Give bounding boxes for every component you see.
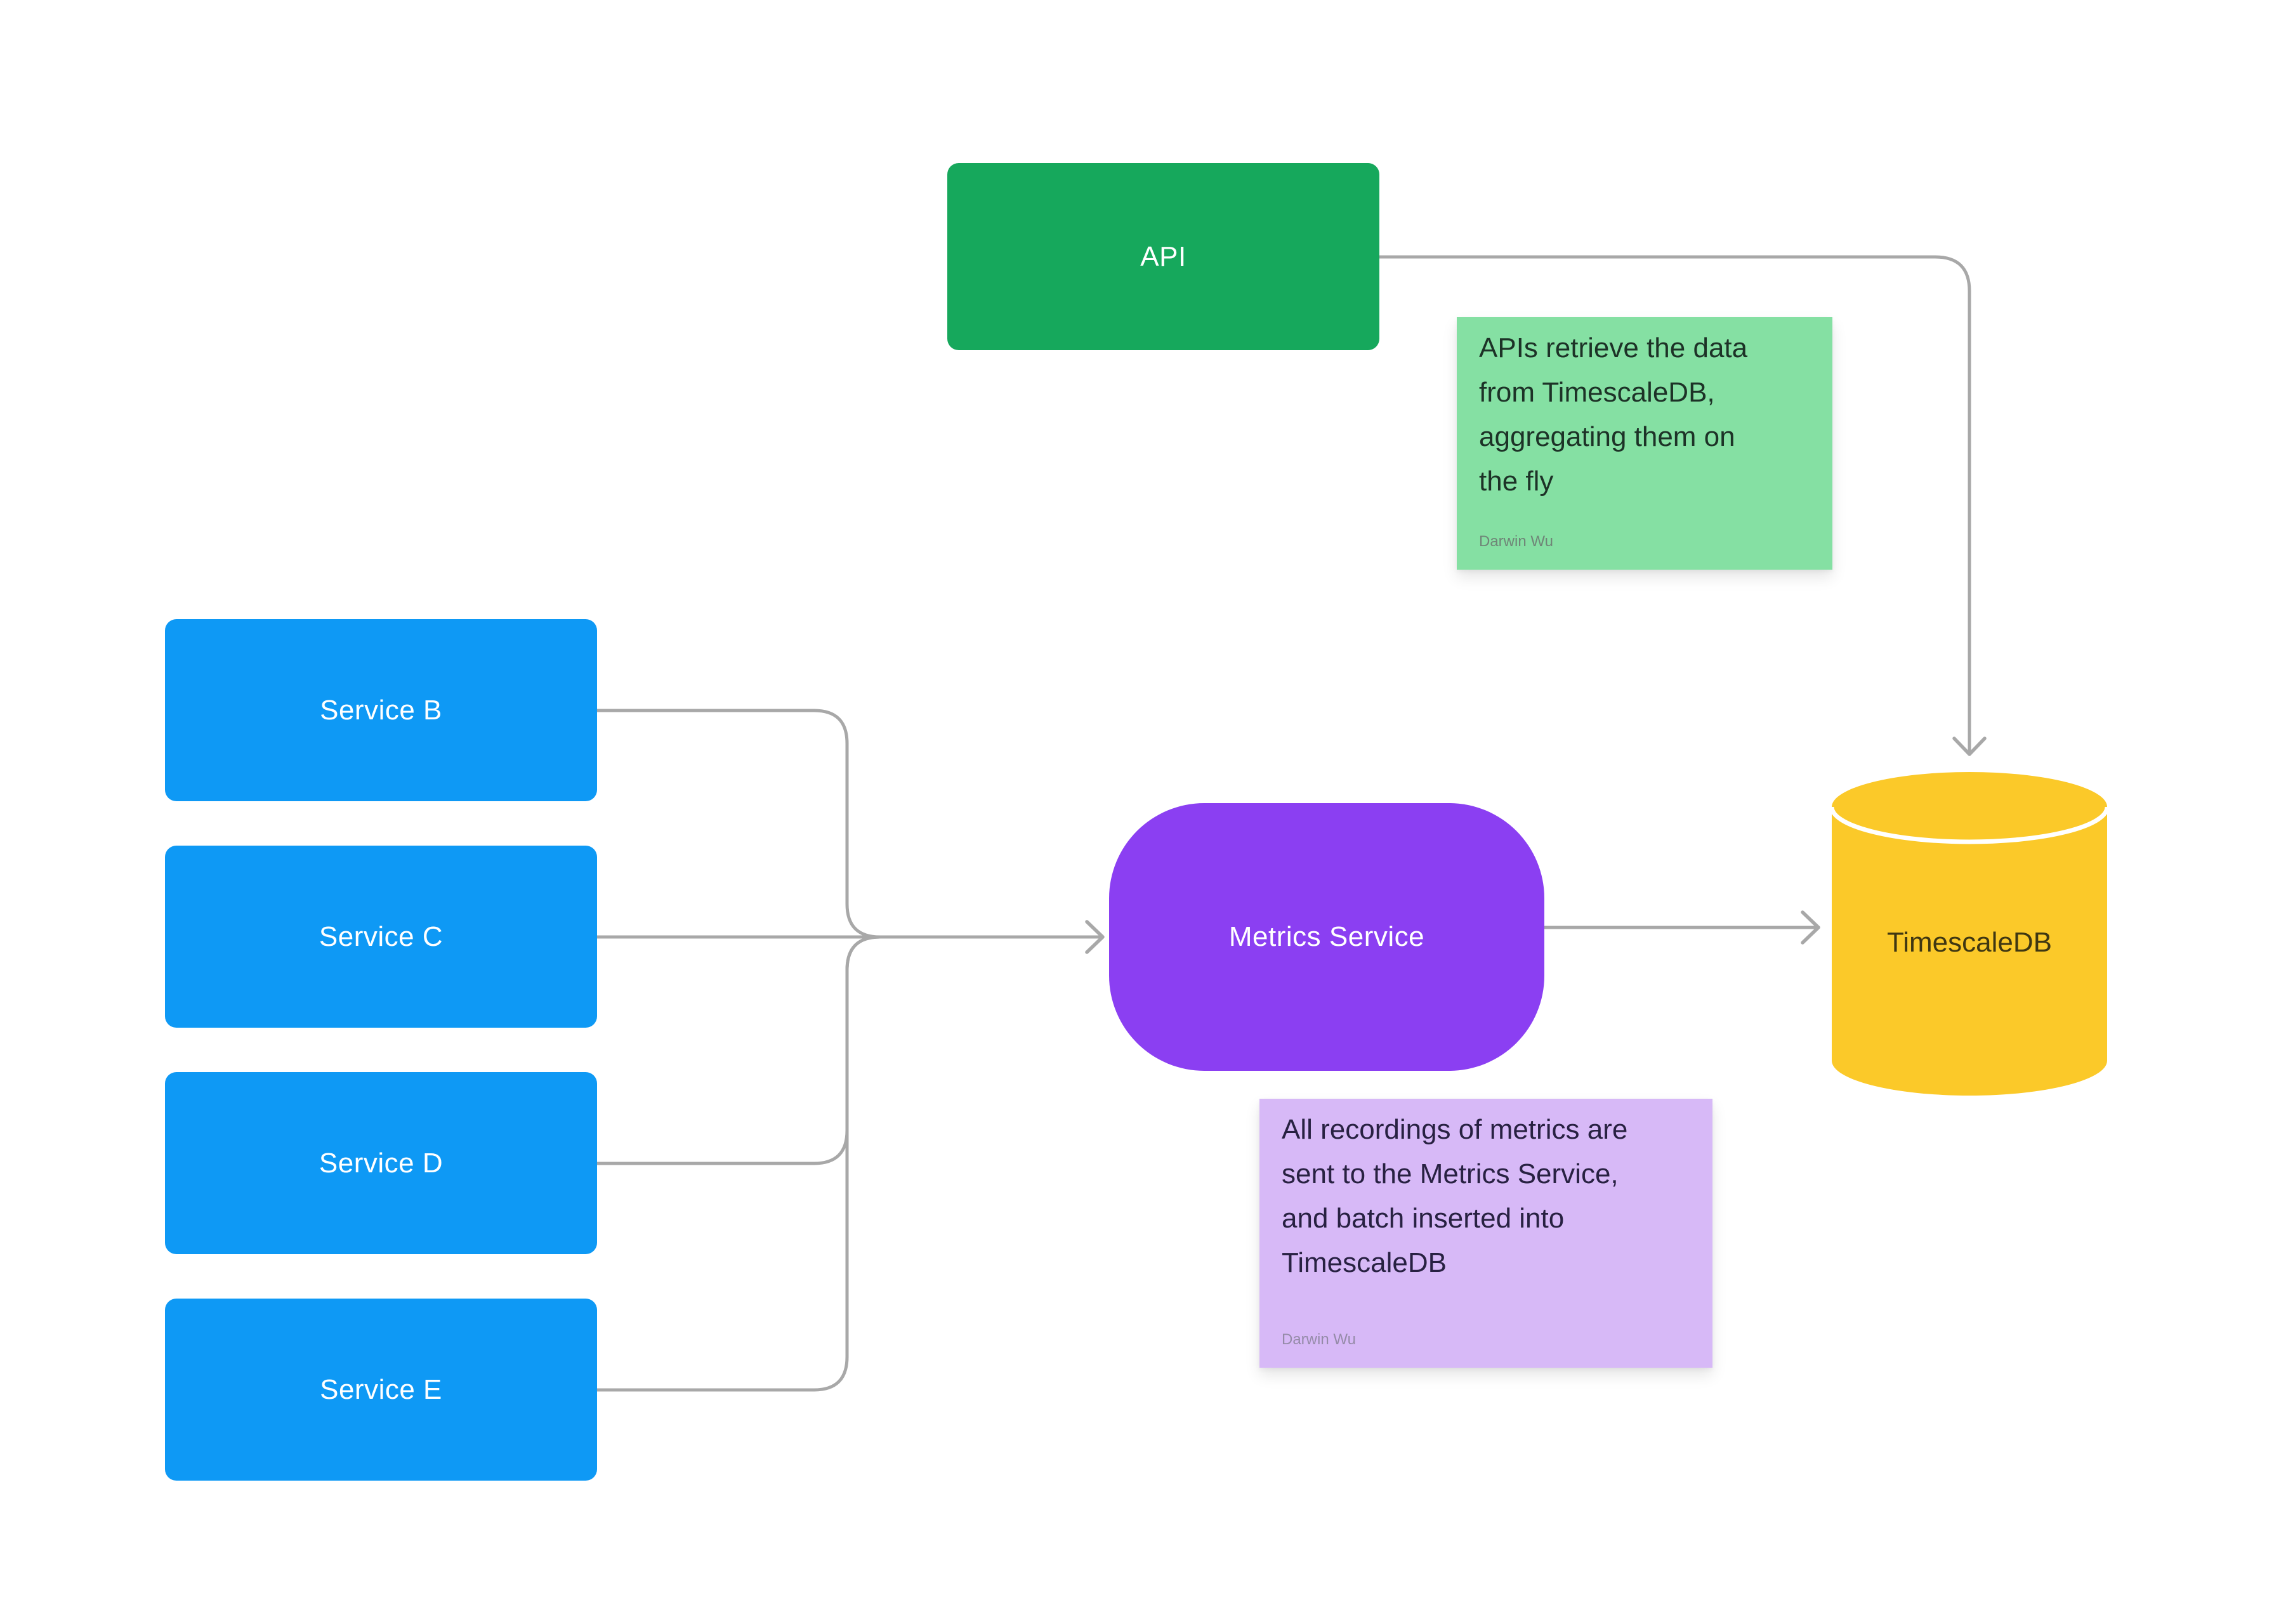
- sticky-note-api-author: Darwin Wu: [1479, 533, 1553, 550]
- connector-service-b-to-merge[interactable]: [595, 709, 882, 939]
- node-metrics-service[interactable]: Metrics Service: [1109, 803, 1544, 1071]
- node-service-e[interactable]: Service E: [165, 1299, 597, 1481]
- sticky-note-metrics[interactable]: All recordings of metrics are sent to th…: [1259, 1099, 1712, 1368]
- connector-service-e-to-merge[interactable]: [595, 935, 882, 1392]
- node-service-b[interactable]: Service B: [165, 619, 597, 801]
- node-service-d-label: Service D: [319, 1147, 444, 1179]
- cylinder-lid: [1832, 772, 2107, 842]
- node-timescaledb-label: TimescaleDB: [1887, 927, 2052, 958]
- node-service-b-label: Service B: [320, 694, 442, 726]
- node-api[interactable]: API: [947, 163, 1379, 350]
- connector-api-to-timescaledb[interactable]: [1377, 255, 1987, 756]
- node-service-c-label: Service C: [319, 920, 444, 952]
- sticky-note-api[interactable]: APIs retrieve the data from TimescaleDB,…: [1457, 317, 1832, 570]
- node-api-label: API: [1140, 240, 1186, 272]
- node-service-e-label: Service E: [320, 1373, 442, 1405]
- arrowhead-down-icon: [1952, 737, 1987, 756]
- arrowhead-right-icon: [1801, 910, 1820, 945]
- arrowhead-right-icon: [1085, 920, 1105, 954]
- sticky-note-metrics-author: Darwin Wu: [1282, 1331, 1356, 1348]
- connector-service-d-to-merge[interactable]: [595, 935, 882, 1165]
- connector-service-c-to-metrics[interactable]: [595, 920, 1105, 954]
- node-service-c[interactable]: Service C: [165, 846, 597, 1028]
- node-service-d[interactable]: Service D: [165, 1072, 597, 1254]
- sticky-note-api-text: APIs retrieve the data from TimescaleDB,…: [1479, 332, 1748, 497]
- node-metrics-service-label: Metrics Service: [1228, 921, 1425, 952]
- cylinder-body: [1832, 807, 2107, 1096]
- sticky-note-metrics-text: All recordings of metrics are sent to th…: [1282, 1114, 1628, 1278]
- cylinder-lid-separator: [1829, 806, 2110, 844]
- node-timescaledb-cylinder[interactable]: [1829, 772, 2110, 1096]
- connector-metrics-to-timescaledb[interactable]: [1542, 910, 1820, 945]
